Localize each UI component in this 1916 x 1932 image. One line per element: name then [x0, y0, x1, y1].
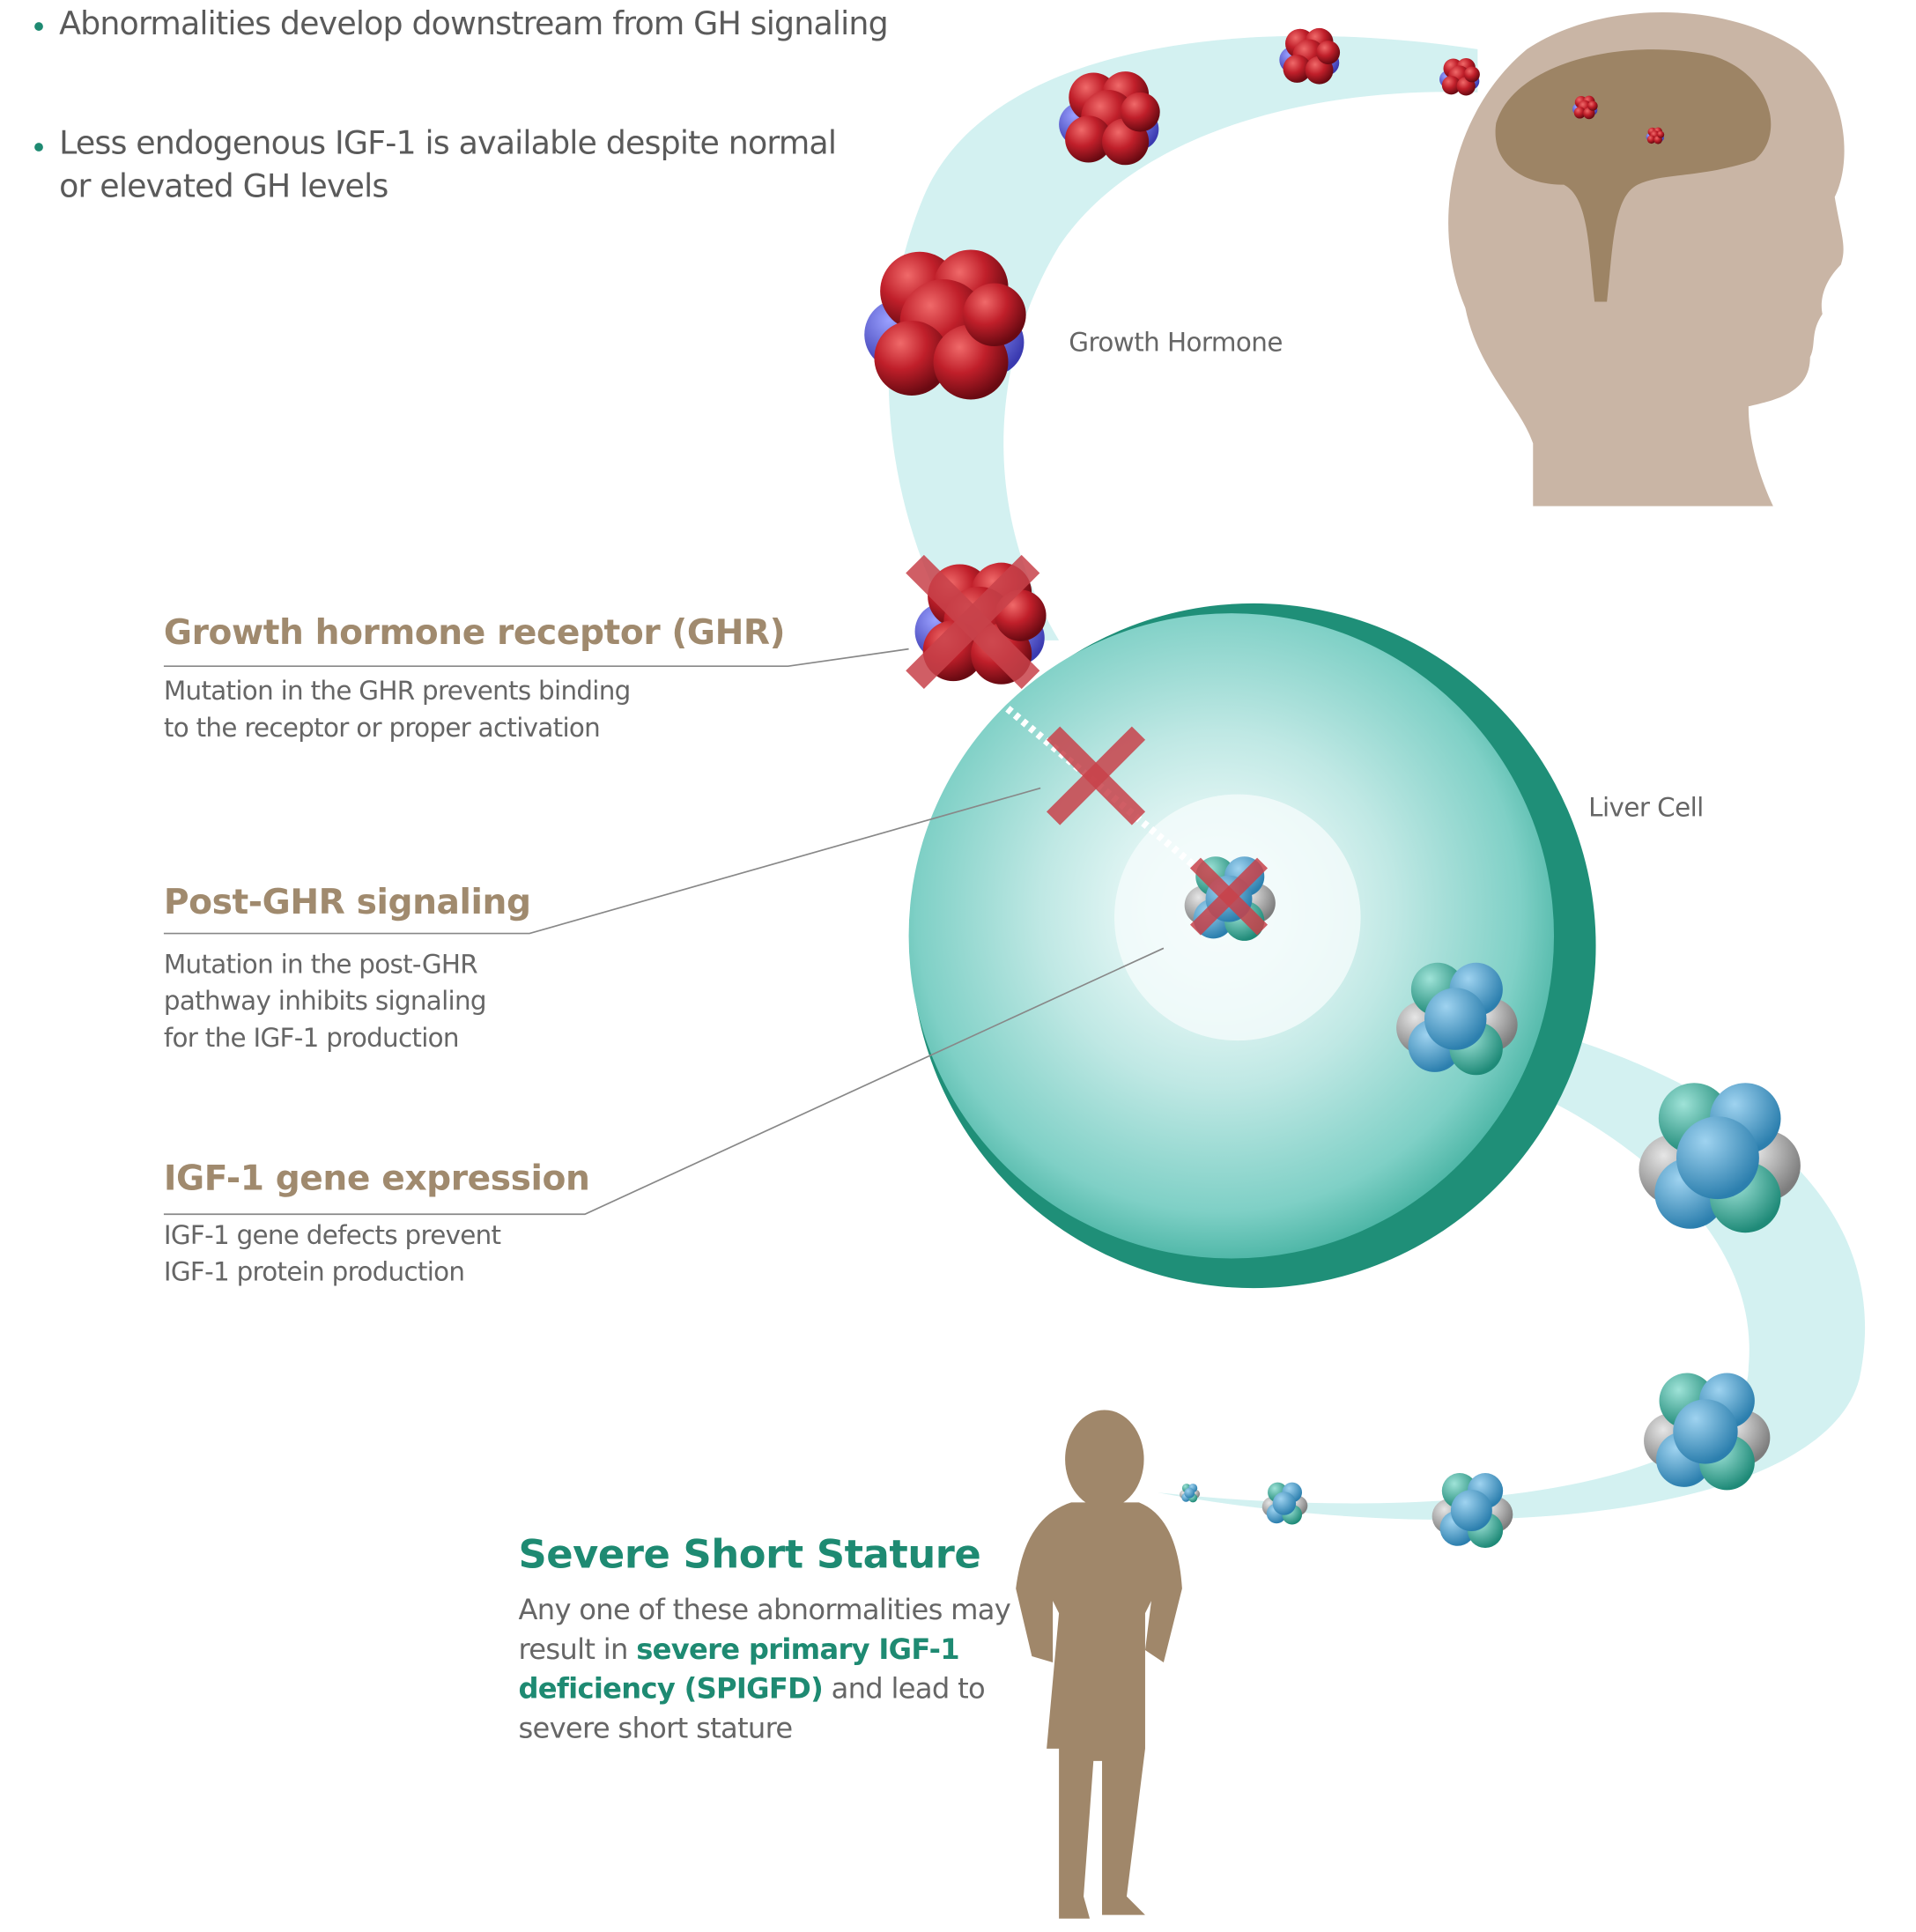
igf1-molecule: [1396, 962, 1518, 1076]
gh-molecule: [1279, 27, 1341, 85]
desc-line: Mutation in the GHR prevents binding: [163, 676, 631, 706]
desc-line: IGF-1 protein production: [163, 1257, 465, 1287]
bullet-2-line-2: or elevated GH levels: [59, 168, 388, 206]
igf1-molecule: [1180, 1484, 1201, 1503]
gh-molecule: [1059, 71, 1160, 166]
gh-molecule: [1439, 57, 1480, 96]
bullet-2-line-1: Less endogenous IGF-1 is available despi…: [59, 125, 837, 163]
bullet-1: Abnormalities develop downstream from GH…: [59, 5, 889, 43]
post-ghr-description: Mutation in the post-GHR pathway inhibit…: [163, 946, 487, 1057]
outcome-description: Any one of these abnormalities may resul…: [518, 1591, 1035, 1749]
gh-molecule: [1646, 127, 1665, 144]
child-silhouette: [1016, 1410, 1182, 1919]
desc-line: for the IGF-1 production: [163, 1023, 460, 1054]
bullet-icon: [34, 22, 43, 31]
ghr-heading: Growth hormone receptor (GHR): [163, 611, 786, 653]
gh-molecule: [864, 249, 1026, 400]
outcome-text: Any one of these abnormalities may resul…: [518, 1595, 1011, 1667]
bullet-icon: [34, 143, 43, 152]
igf1-molecule: [1431, 1473, 1513, 1549]
desc-line: Mutation in the post-GHR: [163, 949, 478, 980]
gh-stream: [888, 35, 1478, 640]
post-ghr-heading: Post-GHR signaling: [163, 881, 531, 922]
outcome-highlight: severe primary IGF-1 deficiency (SPIGFD): [518, 1633, 959, 1706]
ghr-description: Mutation in the GHR prevents binding to …: [164, 672, 631, 746]
igf1-molecule: [1639, 1083, 1801, 1233]
igf1-molecule: [1261, 1482, 1308, 1525]
igf1-gene-heading: IGF-1 gene expression: [163, 1157, 590, 1199]
desc-line: to the receptor or proper activation: [163, 713, 601, 743]
desc-line: pathway inhibits signaling: [163, 986, 487, 1017]
gh-molecule: [1572, 95, 1598, 120]
outcome-text: and lead to severe short stature: [518, 1673, 985, 1745]
outcome-title: Severe Short Stature: [518, 1530, 981, 1578]
igf1-molecule: [1644, 1373, 1771, 1491]
liver-cell-label: Liver Cell: [1588, 793, 1704, 823]
brain: [1495, 49, 1772, 302]
igf1-gene-description: IGF-1 gene defects prevent IGF-1 protein…: [163, 1217, 501, 1291]
desc-line: IGF-1 gene defects prevent: [163, 1220, 501, 1250]
growth-hormone-label: Growth Hormone: [1069, 327, 1283, 358]
